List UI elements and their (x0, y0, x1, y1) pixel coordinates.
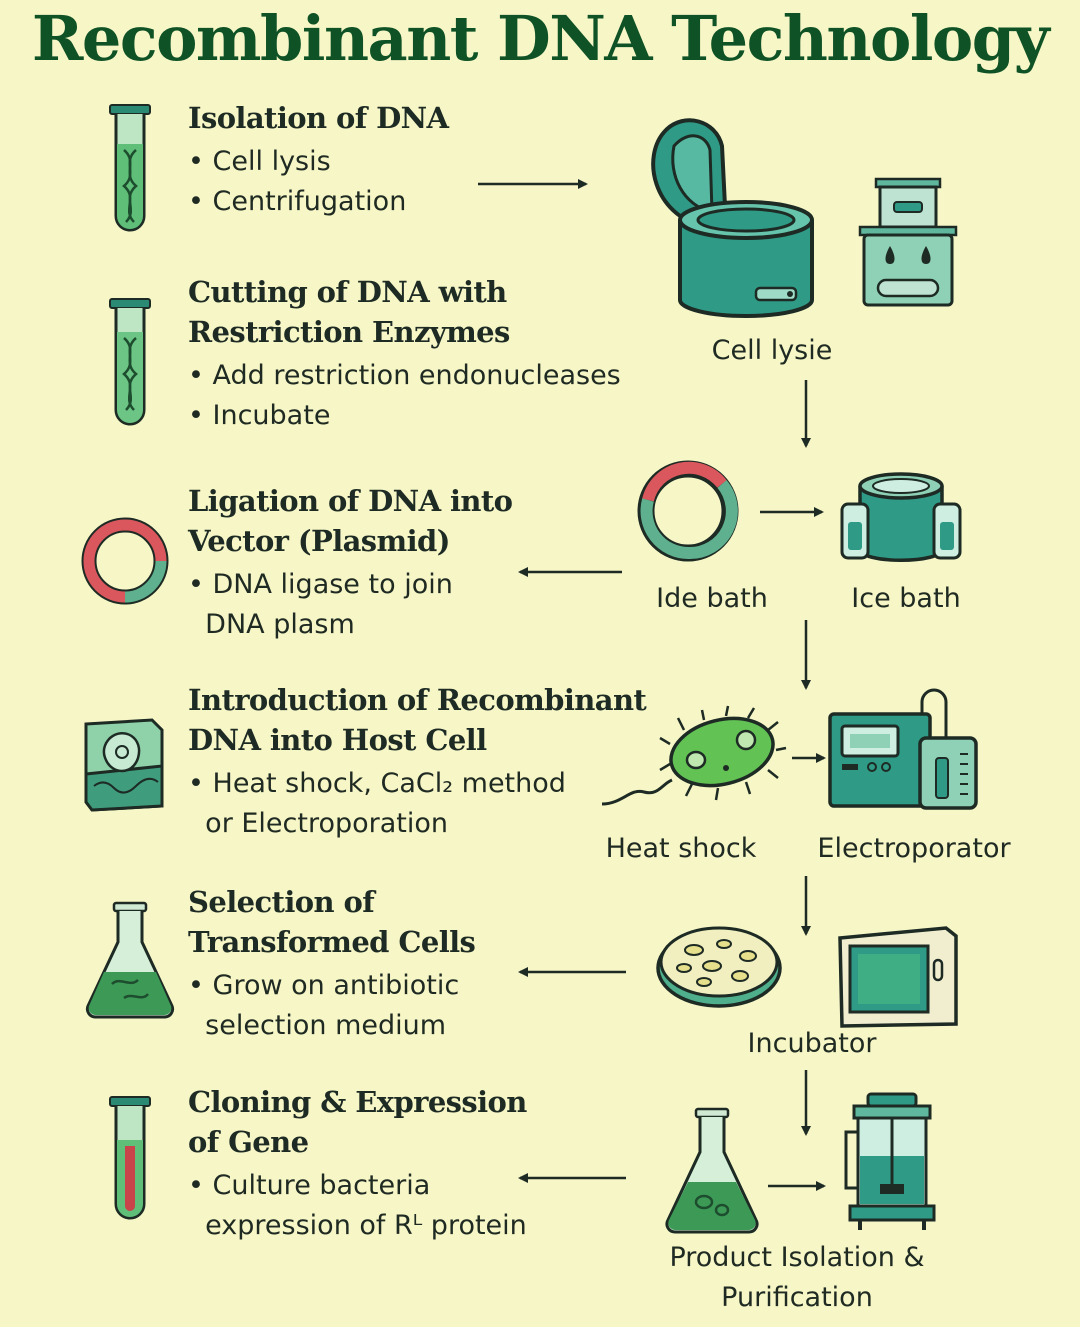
label-product-isolation: Product Isolation & (669, 1242, 925, 1273)
plasmid-icon (637, 460, 739, 562)
bullet-item: • Cell lysis (188, 146, 331, 177)
step-heading: Selection of Transformed Cells (188, 885, 476, 959)
electroporator-icon (828, 688, 978, 810)
bullet-item: • DNA ligase to join (188, 569, 453, 600)
ice-bath-icon (840, 472, 962, 562)
step-4-introduction: Introduction of Recombinant DNA into Hos… (188, 680, 647, 844)
label-electroporator: Electroporator (817, 833, 1011, 864)
flask-icon (85, 901, 175, 1019)
step-heading: Isolation of DNA (188, 101, 449, 135)
step-heading: Cutting of DNA with Restriction Enzymes (188, 275, 510, 349)
label-incubator: Incubator (747, 1028, 877, 1059)
bullet-item: • Heat shock, CaCl₂ method (188, 768, 566, 799)
label-ide-bath: Ide bath (656, 583, 768, 614)
bullet-item: DNA plasm (205, 609, 355, 640)
step-heading: Introduction of Recombinant DNA into Hos… (188, 683, 647, 757)
step-bullets: • Add restriction endonucleases • Incuba… (188, 356, 621, 436)
bullet-item: • Incubate (188, 400, 331, 431)
host-cell-icon (84, 718, 164, 812)
step-bullets: • DNA ligase to join DNA plasm (188, 565, 512, 645)
step-bullets: • Grow on antibiotic selection medium (188, 966, 475, 1046)
step-bullets: • Culture bacteria expression of Rᴸ prot… (188, 1166, 527, 1246)
step-heading: Cloning & Expression of Gene (188, 1085, 527, 1159)
bullet-item: or Electroporation (205, 808, 449, 839)
step-1-isolation: Isolation of DNA • Cell lysis • Centrifu… (188, 98, 449, 222)
step-3-ligation: Ligation of DNA into Vector (Plasmid) • … (188, 481, 513, 645)
step-5-selection: Selection of Transformed Cells • Grow on… (188, 882, 476, 1046)
centrifuge-icon (651, 118, 814, 318)
bullet-item: • Culture bacteria (188, 1170, 431, 1201)
bullet-item: • Grow on antibiotic (188, 970, 460, 1001)
bullet-item: expression of Rᴸ protein (205, 1210, 527, 1241)
incubator-icon (838, 926, 958, 1028)
label-cell-lysis: Cell lysie (711, 335, 833, 366)
gene-test-tube-icon (109, 1096, 151, 1220)
step-bullets: • Cell lysis • Centrifugation (188, 142, 448, 222)
label-ice-bath: Ice bath (851, 583, 961, 614)
purification-apparatus-icon (844, 1092, 936, 1230)
bacterium-icon (601, 705, 787, 806)
step-2-cutting: Cutting of DNA with Restriction Enzymes … (188, 272, 621, 436)
step-bullets: • Heat shock, CaCl₂ method or Electropor… (188, 764, 646, 844)
bullet-item: • Add restriction endonucleases (188, 360, 621, 391)
dna-test-tube-icon (109, 104, 151, 232)
plasmid-icon (81, 517, 169, 605)
bullet-item: selection medium (205, 1010, 447, 1041)
petri-dish-icon (656, 926, 782, 1008)
label-heat-shock: Heat shock (605, 833, 757, 864)
dna-test-tube-icon (109, 298, 151, 426)
bullet-item: • Centrifugation (188, 186, 407, 217)
page-title: Recombinant DNA Technology (31, 2, 1050, 75)
lysis-machine-icon (858, 177, 958, 307)
flask-icon (665, 1107, 759, 1234)
step-heading: Ligation of DNA into Vector (Plasmid) (188, 484, 513, 558)
label-purification: Purification (721, 1282, 873, 1313)
step-6-cloning: Cloning & Expression of Gene • Culture b… (188, 1082, 527, 1246)
